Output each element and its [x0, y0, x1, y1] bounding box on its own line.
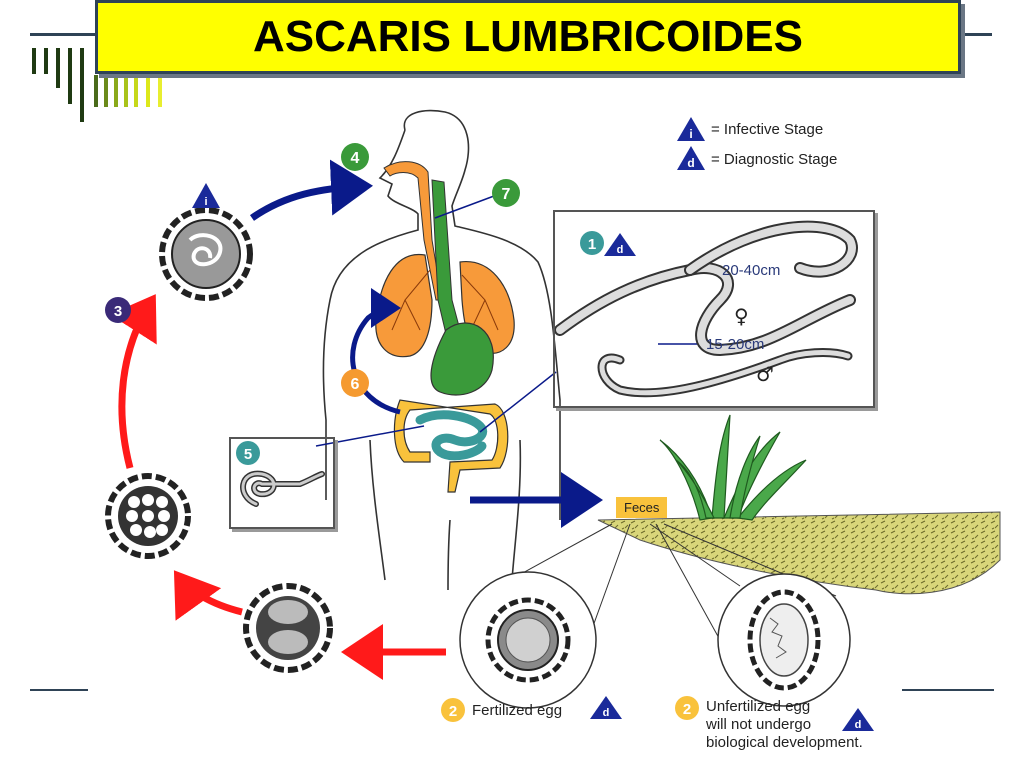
svg-text:5: 5	[244, 446, 252, 463]
arrow-egg-to-mouth	[249, 159, 373, 221]
female-worm-head-inner	[686, 222, 856, 276]
diagnostic-badge-fertilized: d	[590, 696, 622, 719]
svg-text:7: 7	[502, 186, 511, 203]
svg-text:i: i	[689, 127, 692, 141]
header-rule-right	[962, 33, 992, 36]
unfertilized-caption-line-2: will not undergo	[706, 716, 812, 733]
legend-infective-text: = Infective Stage	[711, 121, 824, 138]
step-6-marker: 6	[341, 369, 369, 397]
fertilized-egg-illustration	[459, 571, 597, 709]
svg-text:4: 4	[351, 150, 360, 167]
large-intestine-shape	[393, 399, 509, 493]
morula-egg-illustration	[105, 473, 191, 559]
male-symbol: ♂	[756, 362, 774, 386]
svg-text:d: d	[603, 707, 610, 719]
small-intestine-shape	[415, 410, 487, 461]
step-5-marker: 5	[236, 441, 260, 465]
infective-badge-egg: i	[192, 183, 220, 208]
diagnostic-badge-unfertilized: d	[842, 708, 874, 731]
unfertilized-egg-illustration	[717, 573, 851, 707]
footer-rule-left	[30, 689, 88, 691]
footer-rule-right	[902, 689, 994, 691]
page-title: ASCARIS LUMBRICOIDES	[252, 12, 804, 61]
svg-text:i: i	[204, 196, 207, 208]
svg-text:2: 2	[683, 701, 691, 718]
infective-egg-illustration	[159, 207, 253, 301]
stomach-shape	[430, 322, 494, 396]
step-3-marker: 3	[105, 297, 131, 323]
svg-text:6: 6	[351, 376, 360, 393]
human-body-outline	[322, 109, 561, 591]
step-7-marker: 7	[492, 179, 520, 207]
legend-diagnostic-text: = Diagnostic Stage	[711, 151, 838, 168]
svg-text:3: 3	[114, 303, 122, 320]
soil-ground	[597, 511, 1001, 595]
unfertilized-egg-caption: Unfertilized egg will not undergo biolog…	[706, 698, 863, 752]
step-4-marker: 4	[341, 143, 369, 171]
header-rule-left	[30, 33, 96, 36]
step-2-fertilized-marker: 2	[441, 698, 465, 722]
svg-text:d: d	[855, 719, 862, 731]
infective-stage-badge: i	[677, 117, 705, 141]
feces-label: Feces	[616, 497, 668, 518]
unfertilized-caption-line-3: biological development.	[706, 734, 863, 751]
male-worm-inner	[599, 350, 851, 396]
diagnostic-badge-worms: d	[604, 233, 636, 256]
trachea-shape	[383, 161, 443, 301]
grass-plant	[659, 414, 807, 521]
female-size-label: 20-40cm	[722, 262, 781, 279]
svg-text:1: 1	[588, 236, 596, 253]
arrow-twocell-to-morula	[173, 570, 243, 621]
female-symbol: ♀	[734, 304, 749, 328]
adult-worms-box	[553, 210, 875, 408]
svg-text:2: 2	[449, 703, 457, 720]
arrow-embryo-to-infective	[109, 294, 157, 469]
fertilized-egg-caption: Fertilized egg	[472, 702, 563, 719]
title-banner: ASCARIS LUMBRICOIDES	[95, 0, 961, 74]
female-worm-inner	[556, 264, 854, 355]
left-lung-shape	[375, 253, 433, 358]
step-1-marker: 1	[580, 231, 604, 255]
step-2-unfertilized-marker: 2	[675, 696, 699, 720]
larva-coil-inner	[241, 472, 324, 506]
diagnostic-stage-badge: d	[677, 146, 705, 170]
svg-text:d: d	[687, 156, 694, 170]
svg-text:d: d	[617, 244, 624, 256]
larva-box	[229, 437, 335, 529]
male-size-label: 15-20cm	[706, 336, 765, 353]
unfertilized-caption-line-1: Unfertilized egg	[706, 698, 811, 715]
arrow-larvae-to-lungs	[350, 288, 401, 415]
two-cell-egg-illustration	[243, 583, 333, 673]
